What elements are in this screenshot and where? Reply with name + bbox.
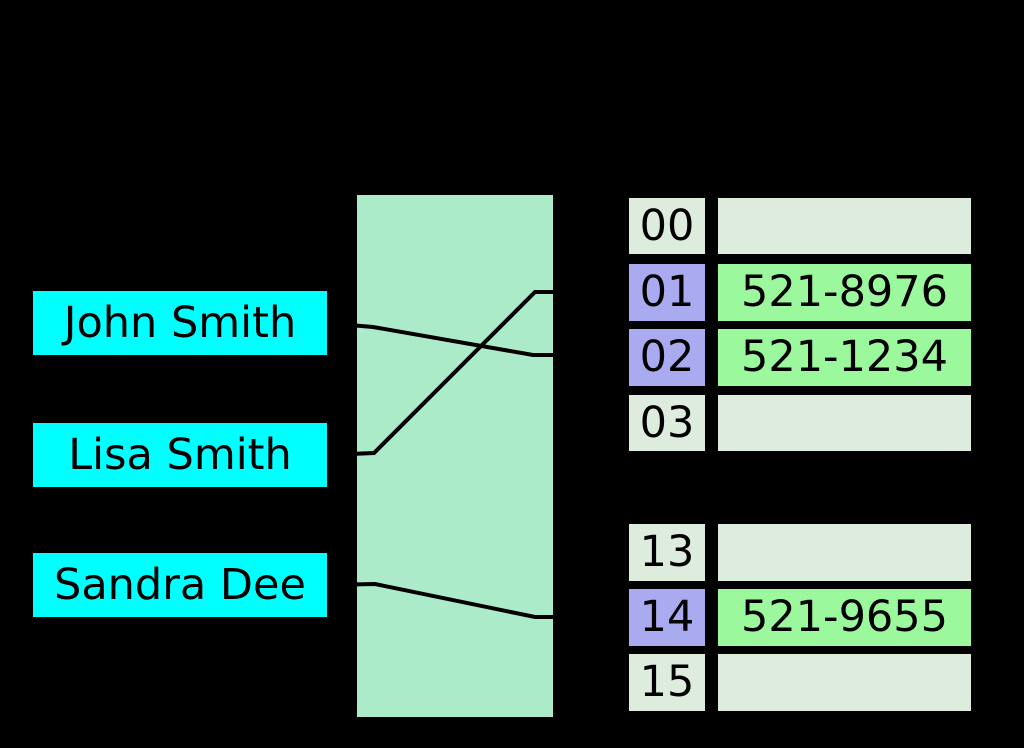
bucket-row-03-value [716,393,973,453]
bucket-row-01-index: 01 [627,262,707,323]
key-box-sandra-dee: Sandra Dee [33,553,327,617]
key-label: Sandra Dee [54,560,306,610]
key-box-john-smith: John Smith [33,291,327,355]
key-label: Lisa Smith [68,430,292,480]
bucket-row-00-value [716,196,973,256]
bucket-row-13-index: 13 [627,522,707,583]
bucket-row-00-index: 00 [627,196,707,256]
hash-function-box [357,195,553,717]
bucket-row-14-index: 14 [627,587,707,648]
key-box-lisa-smith: Lisa Smith [33,423,327,487]
bucket-row-02-value: 521-1234 [716,327,973,388]
bucket-row-13-value [716,522,973,583]
bucket-row-02-index: 02 [627,327,707,388]
bucket-row-15-index: 15 [627,652,707,713]
bucket-row-01-value: 521-8976 [716,262,973,323]
bucket-row-15-value [716,652,973,713]
bucket-row-03-index: 03 [627,393,707,453]
key-label: John Smith [63,298,297,348]
bucket-row-14-value: 521-9655 [716,587,973,648]
